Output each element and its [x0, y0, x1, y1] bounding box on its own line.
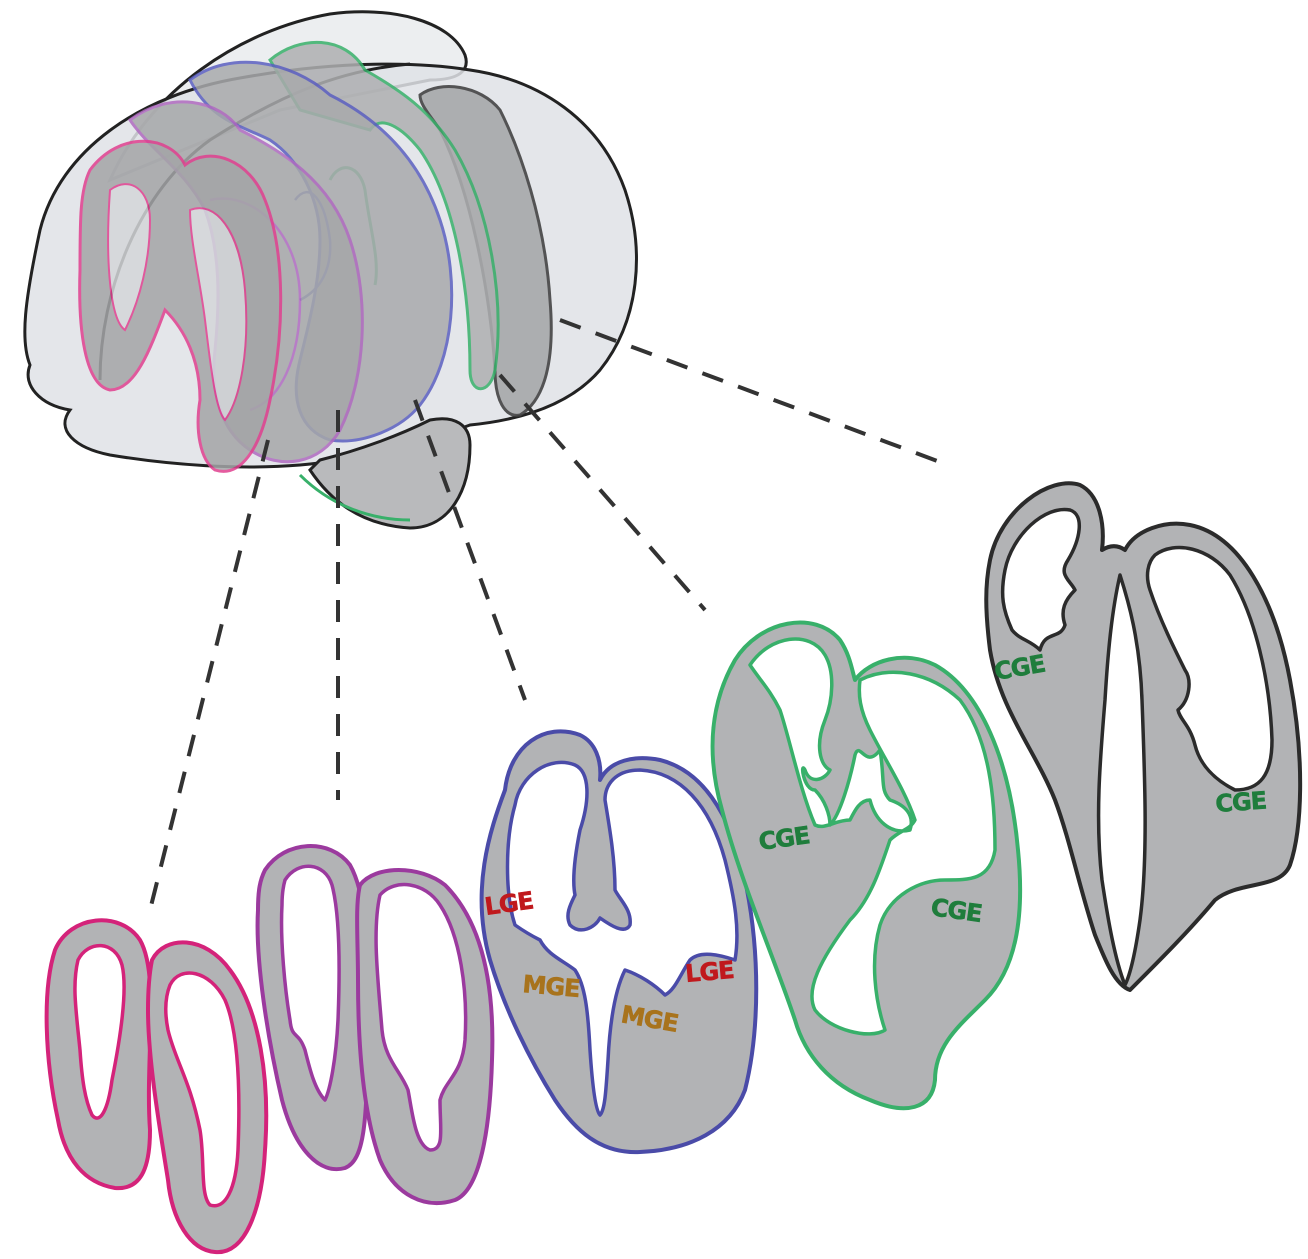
guide-line-4 — [500, 375, 705, 610]
section-4-caudal: CGE CGE — [713, 623, 1021, 1109]
section-2-rostral — [258, 846, 493, 1203]
section-1-rostral — [47, 920, 267, 1252]
guide-line-1 — [150, 440, 268, 910]
cge-label-black-right: CGE — [1214, 787, 1267, 818]
section-3-mid: LGE LGE MGE MGE — [482, 731, 757, 1152]
brain-3d-model — [25, 12, 637, 528]
section-5-caudal: CGE CGE — [986, 483, 1300, 990]
mge-label-left: MGE — [521, 970, 580, 1003]
lge-label-right: LGE — [684, 956, 735, 988]
